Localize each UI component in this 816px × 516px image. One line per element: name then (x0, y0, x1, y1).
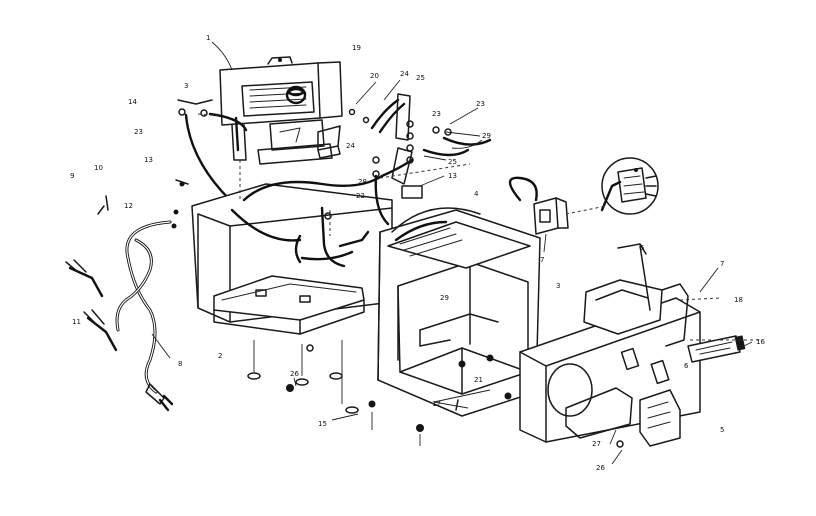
callout-23: 23 (134, 128, 143, 136)
callout-23: 23 (476, 100, 485, 108)
callout-4: 4 (474, 190, 479, 198)
callout-3: 3 (184, 82, 188, 90)
callout-16: 16 (756, 338, 765, 346)
callout-8: 8 (178, 360, 182, 368)
center-harness (230, 93, 492, 242)
callout-27: 27 (592, 440, 601, 448)
cabinet-shell (377, 207, 541, 417)
callout-13: 13 (144, 156, 153, 164)
callout-9: 9 (70, 172, 74, 180)
callout-17: 17 (432, 400, 441, 408)
callout-25: 25 (416, 74, 425, 82)
front-panel (519, 243, 701, 447)
callout-14: 14 (128, 98, 137, 106)
callout-26: 26 (596, 464, 605, 472)
callout-12: 12 (124, 202, 133, 210)
callout-24: 24 (346, 142, 355, 150)
callout-29: 29 (440, 294, 449, 302)
callout-1: 1 (206, 34, 210, 42)
callout-15: 15 (318, 420, 327, 428)
callout-18: 18 (734, 296, 743, 304)
callout-29: 29 (482, 132, 491, 140)
screws-and-feet (247, 340, 624, 448)
callout-19: 19 (352, 44, 361, 52)
callout-10: 10 (94, 164, 103, 172)
callout-25: 25 (448, 158, 457, 166)
callout-21: 21 (474, 376, 483, 384)
callout-2: 2 (218, 352, 222, 360)
callout-28: 28 (358, 178, 367, 186)
callout-26: 26 (290, 370, 299, 378)
callout-23: 23 (432, 110, 441, 118)
callout-7: 7 (540, 256, 544, 264)
callout-5: 5 (720, 426, 724, 434)
callout-7: 7 (720, 260, 724, 268)
callout-24: 24 (400, 70, 409, 78)
ammeter (687, 335, 746, 363)
callout-5: 5 (640, 244, 644, 252)
callout-20: 20 (370, 72, 379, 80)
callout-13: 13 (448, 172, 457, 180)
switch-assembly (508, 157, 659, 235)
charging-clamps-and-cord (65, 195, 179, 412)
callout-labels: 1 19 20 24 25 14 23 23 3 13 9 10 12 11 8… (70, 34, 765, 472)
callout-22: 22 (356, 192, 365, 200)
callout-11: 11 (72, 318, 81, 326)
base-chassis (191, 183, 393, 335)
callout-3: 3 (556, 282, 560, 290)
leader-lines (151, 41, 753, 465)
transformer-bracket (219, 56, 343, 165)
assembly-guides (197, 113, 760, 341)
callout-6: 6 (684, 362, 689, 370)
